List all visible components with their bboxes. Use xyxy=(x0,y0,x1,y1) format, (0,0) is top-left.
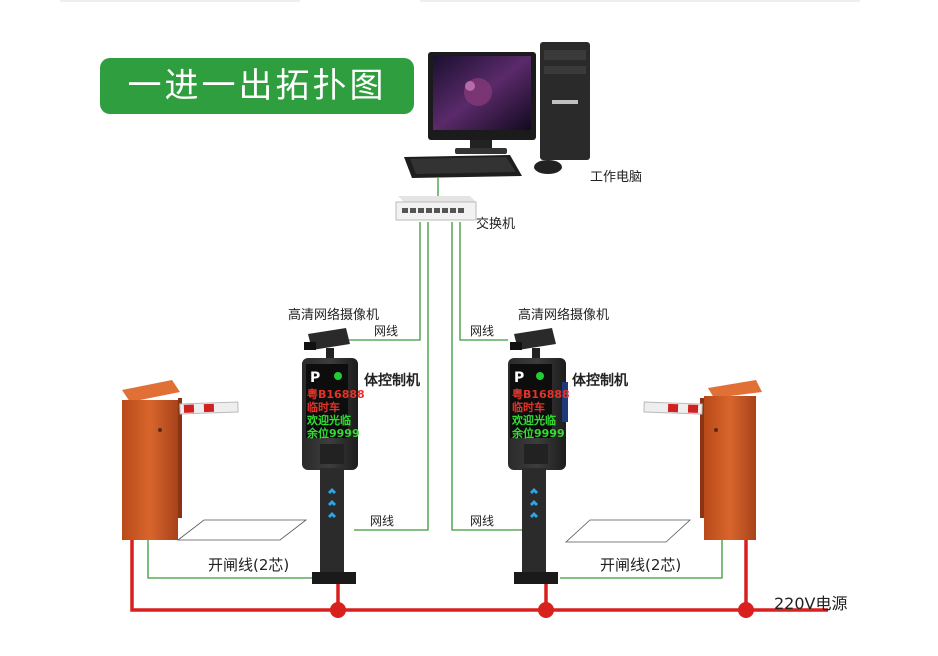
gate-line-left-label: 开闸线(2芯) xyxy=(208,556,290,574)
kiosk-left xyxy=(302,328,358,584)
switch-label: 交换机 xyxy=(476,217,516,232)
kiosk-left-line-2: 临时车 xyxy=(307,401,340,414)
kiosk-right-line-2: 临时车 xyxy=(512,401,545,414)
barrier-gate-right xyxy=(643,380,762,540)
camera-left-label: 高清网络摄像机 xyxy=(288,308,380,323)
ground-loop-left xyxy=(176,519,308,541)
camera-left-icon xyxy=(304,328,350,362)
net-bottom-left-label: 网线 xyxy=(370,514,395,528)
kiosk-right-p-sign: P xyxy=(514,370,525,386)
switch-icon xyxy=(395,196,477,221)
kiosk-left-line-4: 余位9999 xyxy=(307,427,360,440)
camera-right-label: 高清网络摄像机 xyxy=(518,308,610,323)
net-top-right-label: 网线 xyxy=(470,324,495,338)
power-label: 220V电源 xyxy=(774,594,848,613)
ground-loop-right xyxy=(564,519,692,543)
controller-left-label: 体控制机 xyxy=(364,373,420,389)
kiosk-left-p-sign: P xyxy=(310,370,321,386)
power-line xyxy=(130,540,828,612)
kiosk-right xyxy=(508,328,568,584)
gate-line-right-label: 开闸线(2芯) xyxy=(600,556,682,574)
kiosk-right-line-3: 欢迎光临 xyxy=(512,414,556,427)
barrier-gate-left xyxy=(122,380,239,540)
computer-label: 工作电脑 xyxy=(590,170,643,185)
kiosk-right-display: 粤B16888 临时车 欢迎光临 余位9999 xyxy=(512,388,570,440)
diagram-title: 一进一出拓扑图 xyxy=(100,58,414,114)
computer-icon xyxy=(404,42,590,178)
kiosk-right-line-1: 粤B16888 xyxy=(512,388,570,401)
power-junctions xyxy=(330,602,754,618)
network-lines xyxy=(147,178,723,579)
net-top-left-label: 网线 xyxy=(374,324,399,338)
kiosk-left-line-1: 粤B16888 xyxy=(307,388,365,401)
controller-right-label: 体控制机 xyxy=(572,373,628,389)
kiosk-left-line-3: 欢迎光临 xyxy=(307,414,351,427)
kiosk-right-line-4: 余位9999 xyxy=(512,427,565,440)
kiosk-left-display: 粤B16888 临时车 欢迎光临 余位9999 xyxy=(307,388,365,440)
net-bottom-right-label: 网线 xyxy=(470,514,495,528)
camera-right-icon xyxy=(510,328,556,362)
